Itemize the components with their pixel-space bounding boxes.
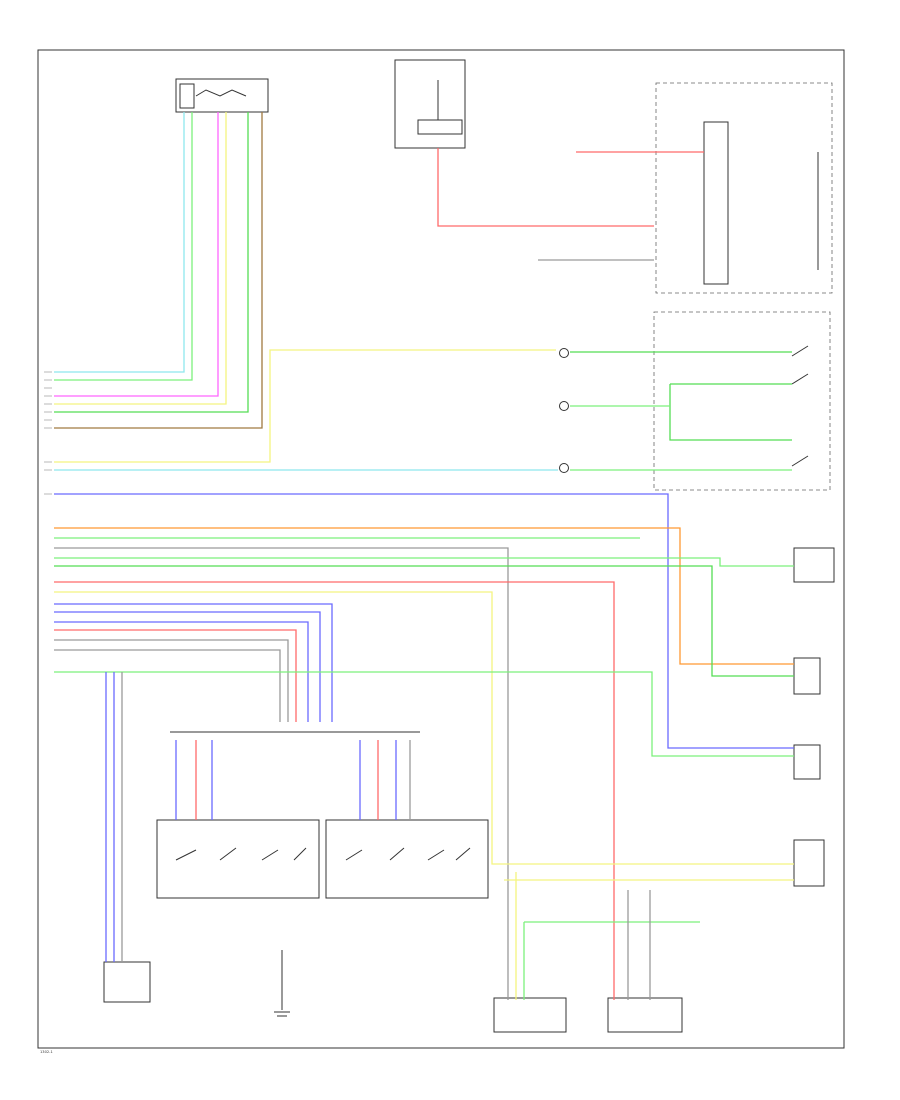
lower-right-module: [325, 819, 489, 899]
upper-right-module-connector: [703, 121, 729, 285]
sensor-right-1: [793, 547, 835, 583]
bottom-mid-connector: [493, 997, 567, 1033]
wire-27: [54, 629, 297, 722]
top-left-connector: [175, 78, 269, 113]
switch-3: [791, 455, 809, 467]
switch-2: [791, 373, 809, 385]
wire-35: [523, 921, 700, 1000]
bottom-right-connector: [607, 997, 683, 1033]
wire-24: [54, 603, 333, 722]
wire-6: [54, 112, 263, 429]
wire-2: [54, 112, 193, 381]
bottom-ground: [274, 950, 290, 1017]
wire-11: [669, 383, 792, 441]
wire-16: [54, 493, 794, 749]
lower-left-module: [156, 819, 320, 899]
left-connector-pins: [44, 371, 52, 495]
steering-switch-module: [653, 311, 831, 491]
sensor-right-3: [793, 744, 821, 780]
wire-19: [54, 547, 509, 1000]
wire-25: [54, 611, 321, 722]
fuse-block: [394, 59, 466, 149]
wire-23: [54, 591, 794, 865]
wire-3: [54, 112, 219, 397]
wire-28: [54, 639, 289, 722]
wire-26: [54, 621, 309, 722]
wire-4: [54, 112, 227, 405]
footer-code: 1302-1: [40, 1050, 53, 1054]
top-left-connector-pins: [179, 83, 195, 109]
diagram-frame: [37, 49, 845, 1049]
splice-1: [559, 348, 569, 358]
wire-22: [54, 581, 615, 1000]
wire-21: [54, 565, 794, 677]
top-left-connector-contacts: [195, 89, 247, 97]
sensor-right-2: [793, 657, 821, 695]
wire-17: [54, 527, 794, 665]
upper-right-module: [655, 82, 833, 294]
fuse-element: [417, 119, 463, 135]
wire-7: [54, 349, 556, 463]
wire-13: [437, 148, 654, 227]
splice-2: [559, 401, 569, 411]
lower-right-module-switches: [345, 847, 471, 861]
wire-20: [54, 557, 794, 567]
wire-layer: [54, 112, 794, 1000]
sensor-right-4: [793, 839, 825, 887]
lower-left-module-switches: [175, 847, 307, 861]
wire-5: [54, 112, 249, 413]
switch-1: [791, 345, 809, 357]
bottom-left-connector: [103, 961, 151, 1003]
wire-1: [54, 112, 185, 373]
splice-3: [559, 463, 569, 473]
wire-29: [54, 649, 281, 722]
wire-30: [54, 671, 794, 757]
